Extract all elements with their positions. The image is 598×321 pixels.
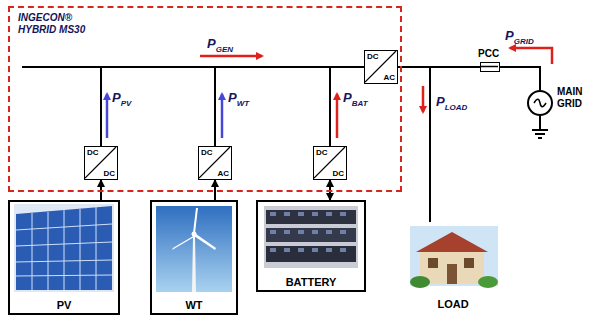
node-text: AC <box>383 73 395 82</box>
power-arrow <box>510 48 552 64</box>
power-subscript: GRID <box>514 37 534 46</box>
load-box: LOAD <box>405 222 501 312</box>
wire <box>500 67 540 90</box>
source-box: WT <box>150 200 238 315</box>
storage-box: BATTERY <box>256 200 366 292</box>
power-label: PGEN <box>207 34 233 54</box>
power-label: PGRID <box>505 26 534 46</box>
power-subscript: GEN <box>216 45 233 54</box>
ground-symbol <box>535 133 545 135</box>
power-symbol: P <box>436 94 445 109</box>
fuse-wire <box>481 66 498 68</box>
power-arrow <box>422 86 425 112</box>
node-text: DC <box>332 169 344 178</box>
converter-diagonal <box>85 147 116 178</box>
grid-source: MAIN GRID <box>527 90 553 116</box>
power-symbol: P <box>207 36 216 51</box>
node-text: PCC <box>478 48 499 59</box>
node-text: AC <box>217 169 229 178</box>
node-text: WT <box>152 299 236 311</box>
node-text: DC <box>87 148 99 157</box>
power-symbol: P <box>228 90 237 105</box>
node-text: INGECON® HYBRID MS30 <box>18 12 90 36</box>
node-text: DC <box>201 148 213 157</box>
power-arrow <box>200 55 262 58</box>
system-frame: INGECON® HYBRID MS30DC DC DC AC DC DC DC AC <box>8 6 402 192</box>
wire <box>101 67 364 146</box>
node-text: LOAD <box>405 298 501 310</box>
battery-bank-picture <box>264 206 358 268</box>
wire <box>329 180 331 200</box>
power-symbol: P <box>343 90 352 105</box>
ground-symbol <box>538 137 542 139</box>
ac-symbol <box>529 92 551 114</box>
power-subscript: WT <box>237 99 249 108</box>
ground-symbol <box>532 129 548 131</box>
pv-panel-picture <box>14 204 114 292</box>
power-symbol: P <box>505 28 514 43</box>
house-picture <box>410 226 498 288</box>
power-label: PLOAD <box>436 92 467 112</box>
power-label: PPV <box>112 88 131 108</box>
source-box: PV <box>8 200 120 315</box>
converter-box: DC AC <box>198 146 232 180</box>
node-text: DC <box>367 52 379 61</box>
wire <box>214 180 216 200</box>
dc-bus <box>22 66 101 68</box>
converter-diagonal <box>314 147 345 178</box>
converter-diagonal <box>365 51 396 82</box>
wire <box>398 67 430 222</box>
converter-diagonal <box>199 147 230 178</box>
node-text: BATTERY <box>258 276 364 288</box>
converter-box: DC DC <box>313 146 347 180</box>
pcc-fuse: PCC <box>480 62 500 72</box>
power-subscript: PV <box>121 99 132 108</box>
wind-turbine-picture <box>156 206 232 292</box>
power-subscript: LOAD <box>445 103 468 112</box>
node-text: DC <box>316 148 328 157</box>
ac-symbol <box>534 99 546 107</box>
power-arrow <box>221 94 224 138</box>
power-arrow <box>106 94 109 138</box>
power-arrow <box>336 94 339 138</box>
power-label: PBAT <box>343 88 368 108</box>
wire <box>100 180 102 200</box>
converter-box: DC DC <box>84 146 118 180</box>
node-text: DC <box>103 169 115 178</box>
node-text: PV <box>10 299 118 311</box>
power-label: PWT <box>228 88 249 108</box>
power-subscript: BAT <box>352 99 368 108</box>
inverter-box: DC AC <box>364 50 398 84</box>
wire <box>215 67 364 146</box>
power-symbol: P <box>112 90 121 105</box>
ground-wire <box>539 116 541 130</box>
fuse-wire <box>481 63 499 71</box>
node-text: MAIN GRID <box>557 86 591 110</box>
